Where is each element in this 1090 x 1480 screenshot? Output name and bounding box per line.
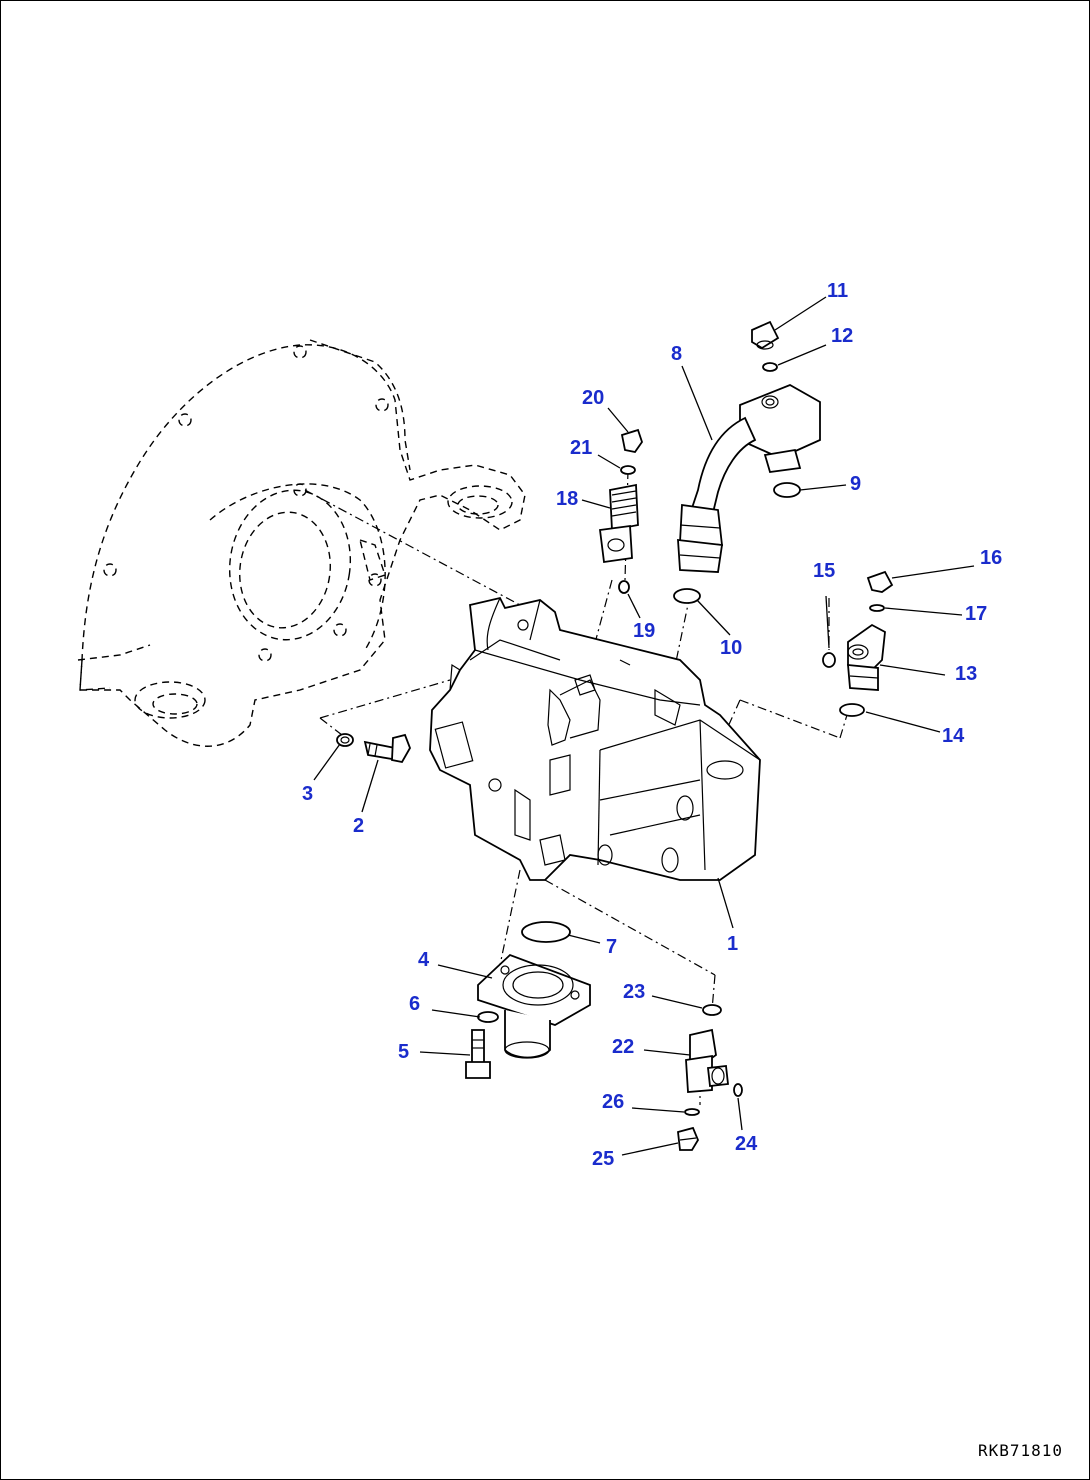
callout-24: 24 [735,1133,758,1155]
plug-part-25 [677,1126,700,1151]
oring-part-26 [684,1108,700,1116]
callout-5: 5 [398,1041,409,1063]
callout-17: 17 [965,603,987,625]
callout-7: 7 [606,936,617,958]
oring-part-10 [673,588,701,604]
oring-part-7 [521,921,571,943]
callout-25: 25 [592,1148,614,1170]
callout-14: 14 [942,725,965,747]
callout-4: 4 [418,949,430,971]
callout-11: 11 [827,280,848,302]
bolt-part-5 [465,1029,491,1079]
pump-assembly [429,596,761,881]
callout-10: 10 [720,637,742,659]
callout-21: 21 [570,437,592,459]
callout-18: 18 [556,488,578,510]
callout-22: 22 [612,1036,634,1058]
drawing-reference-code: RKB71810 [978,1441,1063,1460]
hose-part-8 [677,384,821,573]
plug-part-11 [751,320,780,350]
oring-part-21 [620,465,636,475]
callout-3: 3 [302,783,313,805]
oring-part-17 [869,604,885,612]
oring-part-15 [822,652,836,668]
leader-lines [313,296,975,1156]
callout-13: 13 [955,663,977,685]
elbow-part-13 [847,623,886,691]
callout-8: 8 [671,343,682,365]
callout-23: 23 [623,981,645,1003]
callout-20: 20 [582,387,604,409]
oring-part-23 [702,1004,722,1016]
washer-part-6 [477,1011,499,1023]
callout-9: 9 [850,473,861,495]
oring-part-19 [618,580,630,594]
plug-part-20 [620,428,643,453]
callout-19: 19 [633,620,655,642]
callout-15: 15 [813,560,835,582]
flywheel-housing [77,339,526,747]
callout-16: 16 [980,547,1002,569]
callout-6: 6 [409,993,420,1015]
oring-part-14 [839,703,865,717]
callout-labels: 1 2 3 4 5 6 7 8 9 10 11 12 13 14 15 16 1… [302,280,1002,1170]
plug-part-16 [866,570,894,593]
oring-part-24 [733,1083,743,1097]
washer-part-3 [336,733,354,747]
callout-12: 12 [831,325,853,347]
oring-part-12 [762,362,778,372]
callout-2: 2 [353,815,364,837]
valve-part-18 [598,483,639,564]
fitting-part-22 [685,1028,729,1093]
bolt-part-2 [363,733,411,764]
callout-26: 26 [602,1091,624,1113]
flange-part-4 [477,953,591,1059]
oring-part-9 [773,482,801,498]
callout-1: 1 [727,933,738,955]
